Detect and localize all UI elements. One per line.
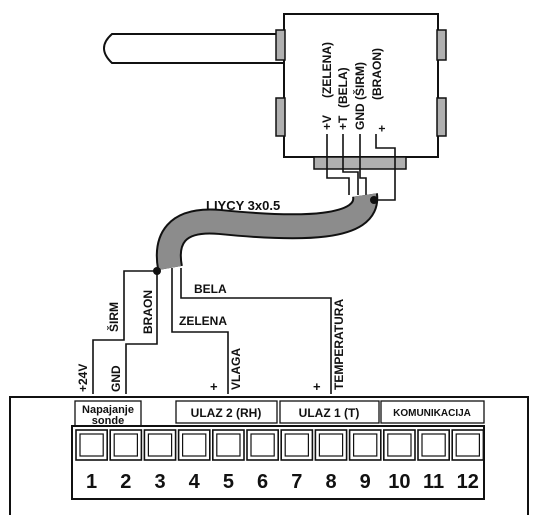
sensor-label-v: +V — [320, 115, 334, 130]
terminal-2: 2 — [109, 429, 143, 493]
terminal-8: 8 — [314, 429, 348, 493]
label-temperatura: TEMPERATURA — [332, 299, 346, 390]
group-label-napajanje-1: Napajanje — [82, 404, 134, 416]
terminal-10: 10 — [382, 429, 416, 493]
terminal-number: 6 — [257, 471, 268, 493]
terminal-screw — [113, 433, 138, 457]
group-label-komunikacija: KOMUNIKACIJA — [393, 408, 471, 419]
terminal-11: 11 — [417, 429, 451, 493]
mounting-tab — [436, 29, 447, 61]
terminal-wires — [92, 268, 332, 394]
terminal-number: 12 — [457, 471, 479, 493]
terminal-number: 10 — [388, 471, 410, 493]
terminal-3: 3 — [143, 429, 177, 493]
cable — [155, 193, 379, 271]
group-box-ulaz2 — [175, 400, 278, 424]
sensor-label-v-color: (ZELENA) — [320, 42, 334, 98]
group-box-komunikacija — [380, 400, 485, 424]
wire-label-zelena: ZELENA — [179, 314, 227, 328]
mounting-tab — [275, 97, 286, 137]
terminal-screw — [147, 433, 173, 457]
terminal-4: 4 — [177, 429, 211, 493]
terminal-7: 7 — [280, 429, 314, 493]
group-headers — [74, 400, 485, 428]
terminal-screw — [250, 433, 275, 457]
terminal-screw — [318, 433, 344, 457]
sensor-label-t: +T — [336, 115, 350, 130]
terminal-screw — [79, 433, 104, 457]
sensor-label-gnd: GND (ŠIRM) — [352, 62, 367, 130]
terminal-screw — [284, 433, 310, 457]
terminal-6: 6 — [246, 429, 280, 493]
label-temperatura-plus: + — [313, 379, 321, 394]
wire-label-braon: BRAON — [141, 290, 155, 334]
terminal-12: 12 — [451, 429, 485, 493]
group-label-ulaz2: ULAZ 2 (RH) — [191, 406, 262, 420]
sensor-probe — [103, 33, 285, 64]
wire-label-sirm: ŠIRM — [106, 302, 121, 332]
terminal-number: 2 — [120, 471, 131, 493]
terminal-screw — [182, 433, 207, 457]
label-vlaga-plus: + — [210, 379, 218, 394]
sensor-internal-wires — [326, 134, 396, 201]
terminal-5: 5 — [212, 429, 245, 493]
label-plus-24v: +24V — [76, 364, 90, 392]
group-label-napajanje-2: sonde — [92, 415, 124, 427]
terminal-number: 3 — [154, 471, 165, 493]
label-gnd: GND — [109, 365, 123, 392]
sensor-label-plus: + — [375, 125, 389, 132]
terminal-screw — [353, 433, 378, 457]
terminal-9: 9 — [348, 429, 382, 493]
terminal-screw — [421, 433, 446, 457]
terminal-number: 9 — [360, 471, 371, 493]
junction-dot — [370, 196, 378, 204]
controller-body — [9, 396, 529, 515]
group-box-napajanje — [74, 400, 142, 428]
terminal-number: 7 — [291, 471, 302, 493]
mounting-tab — [436, 97, 447, 137]
terminal-screw — [455, 433, 481, 457]
terminal-number: 11 — [423, 471, 444, 493]
terminal-number: 1 — [86, 471, 97, 493]
terminal-number: 8 — [325, 471, 336, 493]
terminal-number: 4 — [189, 471, 201, 493]
mounting-tab — [275, 29, 286, 61]
terminal-1: 1 — [75, 429, 109, 493]
label-vlaga: VLAGA — [229, 348, 243, 390]
sensor-label-t-color: (BELA) — [336, 67, 350, 108]
cable-label: LIYCY 3x0.5 — [206, 198, 280, 213]
group-label-ulaz1: ULAZ 1 (T) — [299, 406, 360, 420]
wire-label-bela: BELA — [194, 282, 227, 296]
terminal-number: 5 — [223, 471, 234, 493]
terminal-screw — [387, 433, 412, 457]
group-box-ulaz1 — [279, 400, 380, 424]
sensor-label-gnd-color: (BRAON) — [370, 48, 384, 100]
terminal-screw — [216, 433, 241, 457]
